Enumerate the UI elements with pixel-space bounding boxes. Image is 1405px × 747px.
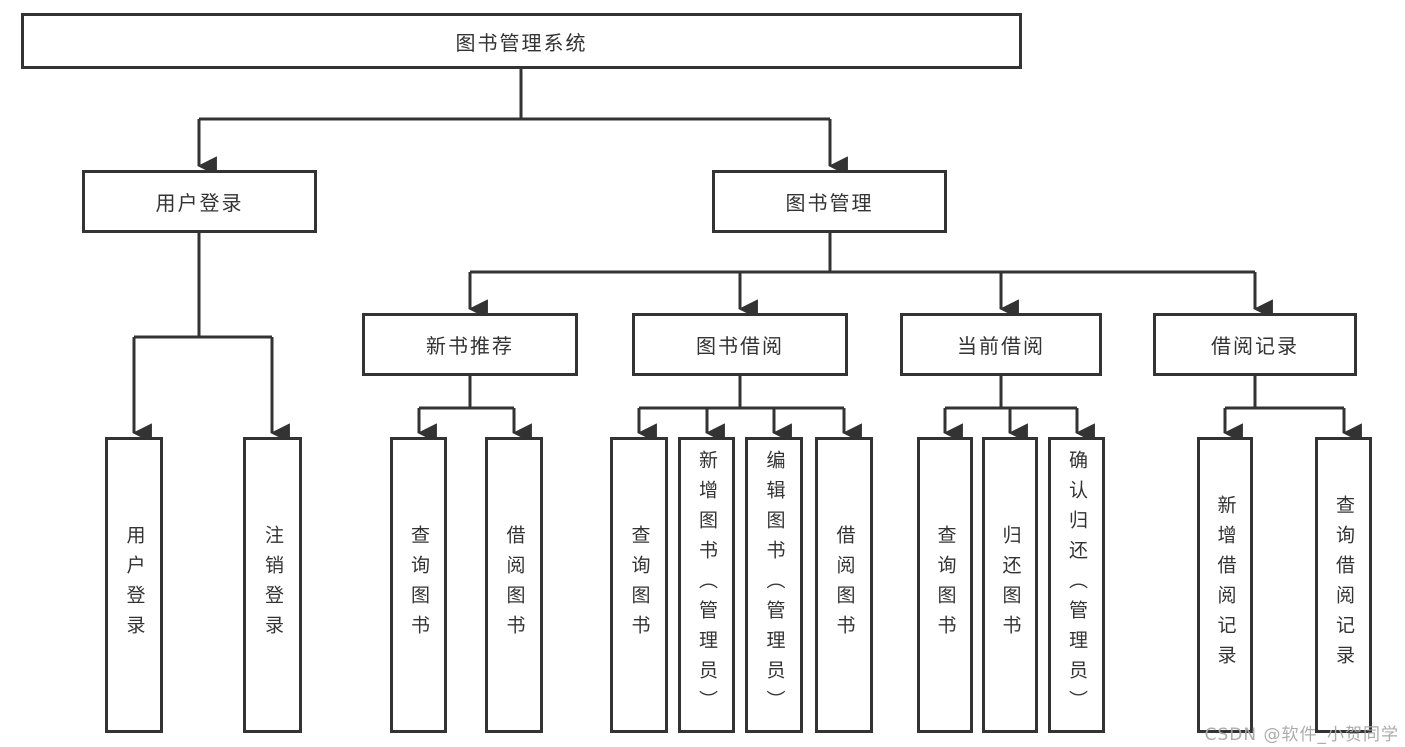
leaf-label: 查询图书 xyxy=(408,525,430,645)
leaf-label: 归还图书 xyxy=(999,525,1022,645)
leaf-label: 查询图书 xyxy=(934,525,957,645)
leaf-logout: 注销登录 xyxy=(243,437,302,733)
node-user-login: 用户登录 xyxy=(82,170,317,233)
leaf-label: 查询图书 xyxy=(628,525,651,645)
leaf-user-login: 用户登录 xyxy=(105,437,163,733)
leaf-query-borrow-record: 查询借阅记录 xyxy=(1315,437,1372,733)
leaf-label: 用户登录 xyxy=(123,525,146,645)
leaf-add-borrow-record: 新增借阅记录 xyxy=(1197,437,1253,733)
node-new-book-recommend: 新书推荐 xyxy=(362,313,578,376)
leaf-label: 借阅图书 xyxy=(503,525,526,645)
node-book-borrowing: 图书借阅 xyxy=(632,313,848,376)
leaf-return-books: 归还图书 xyxy=(982,437,1038,733)
leaf-borrow-books-recommend: 借阅图书 xyxy=(485,437,543,733)
node-current-borrowing: 当前借阅 xyxy=(900,313,1102,376)
watermark: CSDN @软件_小贺同学 xyxy=(1204,725,1399,745)
leaf-confirm-return-admin: 确认归还（管理员） xyxy=(1048,437,1105,733)
leaf-query-books-recommend: 查询图书 xyxy=(390,437,447,733)
leaf-label: 新增借阅记录 xyxy=(1214,495,1237,675)
leaf-label: 编辑图书（管理员） xyxy=(763,450,786,720)
node-root-system: 图书管理系统 xyxy=(21,13,1022,69)
leaf-query-books-borrowing: 查询图书 xyxy=(610,437,668,733)
leaf-label: 新增图书（管理员） xyxy=(696,450,718,720)
leaf-label: 确认归还（管理员） xyxy=(1066,450,1088,720)
leaf-add-books-admin: 新增图书（管理员） xyxy=(678,437,735,733)
leaf-query-books-current: 查询图书 xyxy=(917,437,973,733)
node-book-management: 图书管理 xyxy=(712,170,947,233)
leaf-borrow-books: 借阅图书 xyxy=(815,437,873,733)
leaf-label: 借阅图书 xyxy=(833,525,856,645)
leaf-edit-books-admin: 编辑图书（管理员） xyxy=(745,437,803,733)
leaf-label: 查询借阅记录 xyxy=(1333,495,1355,675)
node-borrowing-records: 借阅记录 xyxy=(1153,313,1357,376)
leaf-label: 注销登录 xyxy=(262,525,284,645)
